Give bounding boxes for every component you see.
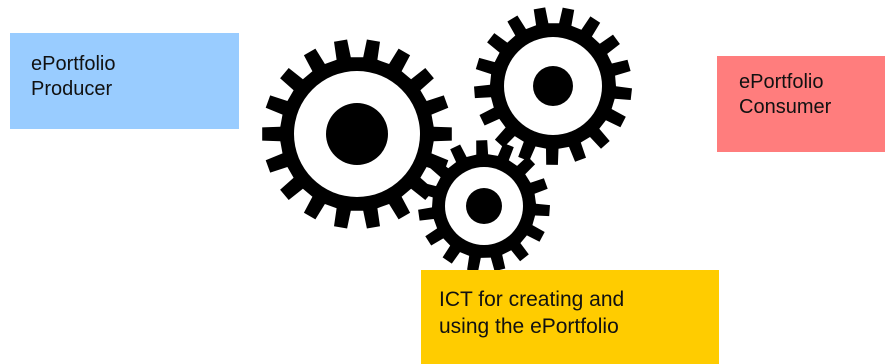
large-gear-icon: [262, 39, 452, 229]
medium-gear-hub: [533, 66, 573, 106]
eportfolio-consumer-box: ePortfolio Consumer: [717, 56, 885, 152]
ict-label-line1: ICT for creating and: [439, 288, 625, 311]
ict-label-line2: using the ePortfolio: [439, 315, 619, 338]
eportfolio-producer-box: ePortfolio Producer: [10, 33, 239, 129]
consumer-label-line2: Consumer: [739, 96, 832, 118]
medium-gear-icon: [474, 7, 632, 165]
consumer-label-line1: ePortfolio: [739, 71, 824, 93]
producer-label-line2: Producer: [31, 78, 113, 100]
large-gear-hub: [326, 103, 388, 165]
small-gear-icon: [418, 140, 550, 272]
producer-label-line1: ePortfolio: [31, 53, 116, 75]
ict-box: ICT for creating and using the ePortfoli…: [421, 270, 719, 364]
small-gear-hub: [466, 188, 502, 224]
